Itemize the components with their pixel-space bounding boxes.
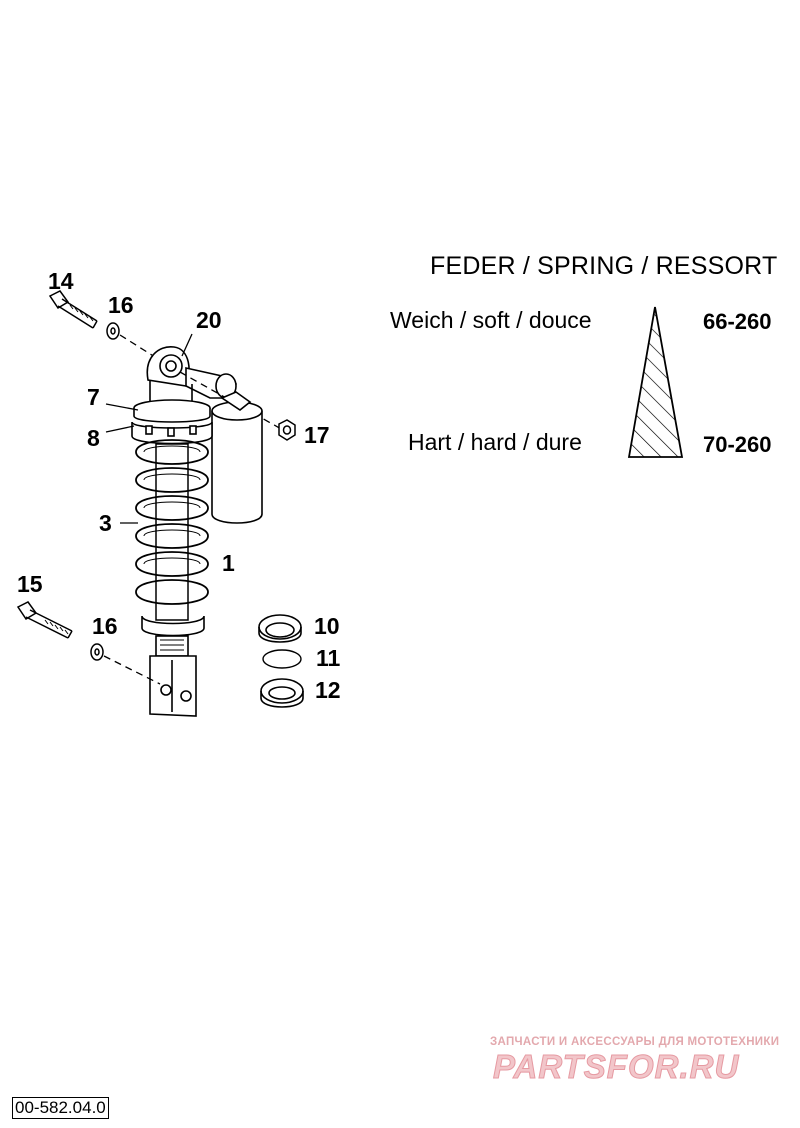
hard-spring-label: Hart / hard / dure (408, 429, 582, 455)
callout-15: 15 (17, 571, 43, 597)
callout-7: 7 (87, 384, 100, 410)
leader-lines (105, 333, 193, 524)
soft-spring-value: 66-260 (703, 309, 772, 334)
callout-1: 1 (222, 550, 235, 576)
seal-ring-10 (258, 614, 302, 643)
lower-spring-seat (141, 615, 205, 657)
axis-line-middle (179, 371, 284, 431)
callout-16-bottom: 16 (92, 613, 118, 639)
bolt-14 (48, 290, 98, 329)
lower-clevis (149, 655, 197, 717)
spring-table-title: FEDER / SPRING / RESSORT (430, 252, 778, 280)
callout-14: 14 (48, 268, 74, 294)
spring-3 (135, 439, 209, 605)
reservoir (211, 391, 263, 524)
shock-upper-mount (146, 346, 237, 402)
nut-17 (278, 419, 296, 441)
spring-rate-triangle (627, 306, 684, 458)
drawing-number: 00-582.04.0 (12, 1097, 109, 1119)
spring-seat-7 (133, 399, 211, 423)
watermark-logo: PARTSFOR.RU (492, 1048, 740, 1086)
seal-ring-12 (260, 678, 304, 708)
adjusting-ring-8 (131, 421, 213, 445)
axis-line-bottom (103, 655, 161, 685)
washer-16-bottom (90, 643, 104, 661)
callout-12: 12 (315, 677, 341, 703)
o-ring-11 (262, 649, 302, 669)
soft-spring-label: Weich / soft / douce (390, 307, 592, 333)
callout-20: 20 (196, 307, 222, 333)
axis-line-top (119, 334, 156, 358)
callout-8: 8 (87, 425, 100, 451)
callout-16-top: 16 (108, 292, 134, 318)
callout-3: 3 (99, 510, 112, 536)
watermark-tagline: ЗАПЧАСТИ И АКСЕССУАРЫ ДЛЯ МОТОТЕХНИКИ (490, 1036, 780, 1048)
washer-16-top (106, 322, 120, 340)
damper-body (155, 443, 189, 621)
hard-spring-value: 70-260 (703, 432, 772, 457)
callout-10: 10 (314, 613, 340, 639)
bolt-15 (16, 601, 73, 639)
callout-17: 17 (304, 422, 330, 448)
callout-11: 11 (316, 645, 341, 671)
